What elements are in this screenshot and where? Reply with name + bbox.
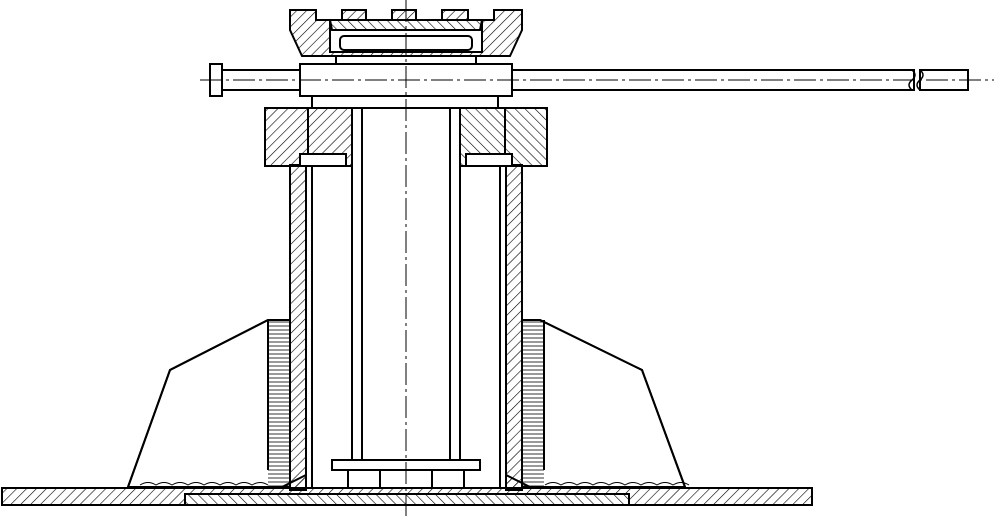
- base-plate: [1, 487, 813, 506]
- base-housing-left: [126, 319, 291, 488]
- hex-nut: [264, 107, 548, 167]
- inner-sleeve: [311, 165, 501, 488]
- outer-tube: [279, 164, 533, 491]
- base-housing-right: [521, 319, 690, 488]
